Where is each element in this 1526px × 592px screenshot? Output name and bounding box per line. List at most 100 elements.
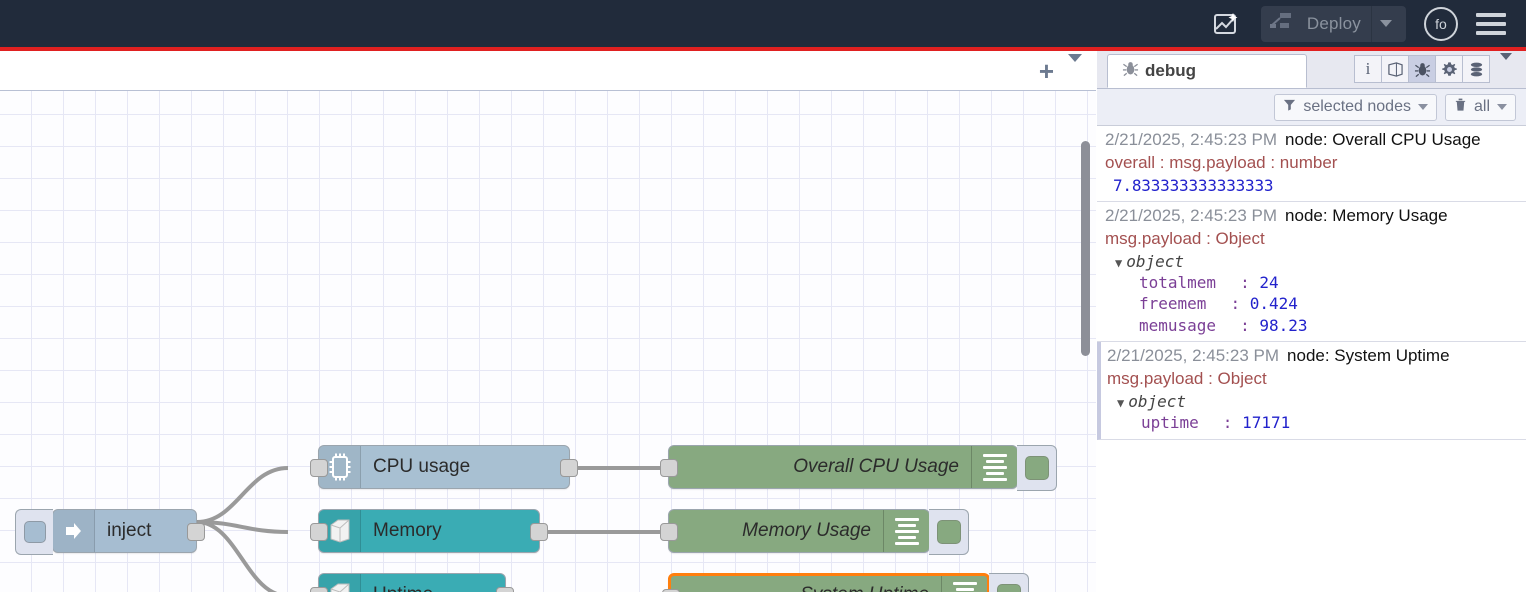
debug-object-entry: memusage: 98.23	[1105, 315, 1518, 336]
deploy-icon	[1269, 10, 1299, 37]
debug-object-key: totalmem	[1115, 273, 1216, 292]
node-label: Memory Usage	[669, 510, 883, 552]
sidebar-tab-row: debug i	[1097, 51, 1526, 89]
debug-object-root[interactable]: ▼object	[1107, 391, 1518, 412]
debug-message-list[interactable]: 2/21/2025, 2:45:23 PMnode: Overall CPU U…	[1097, 126, 1526, 592]
deploy-button[interactable]: Deploy	[1261, 6, 1406, 42]
deploy-label: Deploy	[1299, 14, 1371, 34]
debug-object-key: uptime	[1117, 413, 1199, 432]
debug-topic: msg.payload : Object	[1105, 228, 1518, 251]
debug-filter-bar: selected nodes all	[1097, 89, 1526, 126]
tab-debug[interactable]: debug	[1107, 54, 1307, 88]
debug-toggle-button[interactable]	[929, 509, 969, 555]
book-icon[interactable]	[1381, 55, 1409, 83]
debug-object-value: 0.424	[1250, 294, 1298, 313]
node-uptime[interactable]: Uptime	[318, 573, 506, 592]
info-icon[interactable]: i	[1354, 55, 1382, 83]
node-memory[interactable]: Memory	[318, 509, 540, 553]
deploy-divider	[1371, 6, 1372, 42]
add-flow-button[interactable]: +	[1027, 58, 1066, 84]
chevron-down-icon	[1497, 104, 1507, 110]
node-label: Overall CPU Usage	[669, 446, 971, 488]
node-output-port[interactable]	[496, 587, 514, 592]
avatar[interactable]: fo	[1424, 7, 1458, 41]
sidebar-tools-chevron-down-icon[interactable]	[1490, 60, 1520, 78]
flow-canvas[interactable]: inject CPU usa	[0, 91, 1096, 592]
node-output-port[interactable]	[560, 459, 578, 477]
node-input-port[interactable]	[660, 523, 678, 541]
debug-lines-icon	[971, 446, 1017, 488]
clear-all-button[interactable]: all	[1445, 94, 1516, 121]
debug-toggle-button[interactable]	[1017, 445, 1057, 491]
flow-workspace: + inject	[0, 51, 1096, 592]
node-label: Memory	[361, 510, 539, 552]
chevron-down-icon	[1418, 104, 1428, 110]
trash-icon	[1454, 98, 1467, 117]
clear-all-label: all	[1474, 98, 1490, 116]
debug-sidebar: debug i	[1097, 51, 1526, 592]
debug-object-value: 24	[1259, 273, 1278, 292]
database-icon[interactable]	[1462, 55, 1490, 83]
debug-object-key: freemem	[1115, 294, 1206, 313]
node-output-port[interactable]	[187, 523, 205, 541]
debug-object-entry: freemem: 0.424	[1105, 293, 1518, 314]
app-header: Deploy fo	[0, 0, 1526, 47]
filter-selected-nodes-label: selected nodes	[1303, 98, 1411, 116]
node-input-port[interactable]	[310, 587, 328, 592]
debug-node-ref: node: Overall CPU Usage	[1277, 130, 1481, 149]
debug-object-label: object	[1128, 392, 1186, 411]
debug-value: 7.833333333333333	[1105, 175, 1518, 196]
debug-node-ref: node: Memory Usage	[1277, 206, 1448, 225]
debug-toggle-button[interactable]	[989, 573, 1029, 592]
expand-triangle-icon[interactable]: ▼	[1115, 256, 1126, 270]
flow-sparkle-icon[interactable]	[1209, 7, 1243, 41]
inject-trigger-button[interactable]	[15, 509, 53, 555]
node-inject[interactable]: inject	[52, 509, 197, 553]
node-cpu-usage[interactable]: CPU usage	[318, 445, 570, 489]
filter-selected-nodes-button[interactable]: selected nodes	[1274, 94, 1437, 121]
funnel-icon	[1283, 98, 1296, 116]
tab-debug-label: debug	[1145, 61, 1196, 81]
chevron-down-icon	[1068, 54, 1082, 79]
debug-object-value: 98.23	[1259, 316, 1307, 335]
debug-timestamp: 2/21/2025, 2:45:23 PM	[1105, 206, 1277, 225]
node-debug-overall-cpu-usage[interactable]: Overall CPU Usage	[668, 445, 1018, 489]
debug-object-entry: totalmem: 24	[1105, 272, 1518, 293]
debug-object-key: memusage	[1115, 316, 1216, 335]
debug-lines-icon	[941, 576, 987, 592]
bug-icon	[1122, 60, 1139, 82]
node-input-port[interactable]	[310, 523, 328, 541]
bug-icon[interactable]	[1408, 55, 1436, 83]
node-input-port[interactable]	[660, 459, 678, 477]
debug-message[interactable]: 2/21/2025, 2:45:23 PMnode: System Uptime…	[1097, 342, 1526, 439]
node-label: System Uptime	[671, 576, 941, 592]
debug-timestamp: 2/21/2025, 2:45:23 PM	[1105, 130, 1277, 149]
hamburger-icon[interactable]	[1476, 13, 1506, 35]
node-label: CPU usage	[361, 446, 569, 488]
debug-lines-icon	[883, 510, 929, 552]
canvas-vertical-scrollbar[interactable]	[1081, 141, 1090, 356]
debug-object-label: object	[1126, 252, 1184, 271]
node-debug-system-uptime[interactable]: System Uptime	[668, 573, 990, 592]
node-input-port[interactable]	[310, 459, 328, 477]
debug-message-header: 2/21/2025, 2:45:23 PMnode: Memory Usage	[1105, 205, 1518, 228]
node-label: Uptime	[361, 574, 505, 592]
debug-message[interactable]: 2/21/2025, 2:45:23 PMnode: Memory Usage …	[1097, 202, 1526, 342]
debug-topic: msg.payload : Object	[1107, 368, 1518, 391]
debug-object-root[interactable]: ▼object	[1105, 251, 1518, 272]
node-debug-memory-usage[interactable]: Memory Usage	[668, 509, 930, 553]
node-output-port[interactable]	[530, 523, 548, 541]
debug-node-ref: node: System Uptime	[1279, 346, 1450, 365]
debug-message-header: 2/21/2025, 2:45:23 PMnode: Overall CPU U…	[1105, 129, 1518, 152]
debug-timestamp: 2/21/2025, 2:45:23 PM	[1107, 346, 1279, 365]
debug-topic: overall : msg.payload : number	[1105, 152, 1518, 175]
debug-message-header: 2/21/2025, 2:45:23 PMnode: System Uptime	[1107, 345, 1518, 368]
flow-tab-bar: +	[0, 51, 1096, 91]
gear-icon[interactable]	[1435, 55, 1463, 83]
sidebar-tool-buttons: i	[1355, 55, 1520, 83]
expand-triangle-icon[interactable]: ▼	[1117, 396, 1128, 410]
flow-menu-button[interactable]	[1066, 62, 1096, 80]
debug-object-entry: uptime: 17171	[1107, 412, 1518, 433]
chevron-down-icon[interactable]	[1380, 20, 1392, 27]
debug-message[interactable]: 2/21/2025, 2:45:23 PMnode: Overall CPU U…	[1097, 126, 1526, 202]
